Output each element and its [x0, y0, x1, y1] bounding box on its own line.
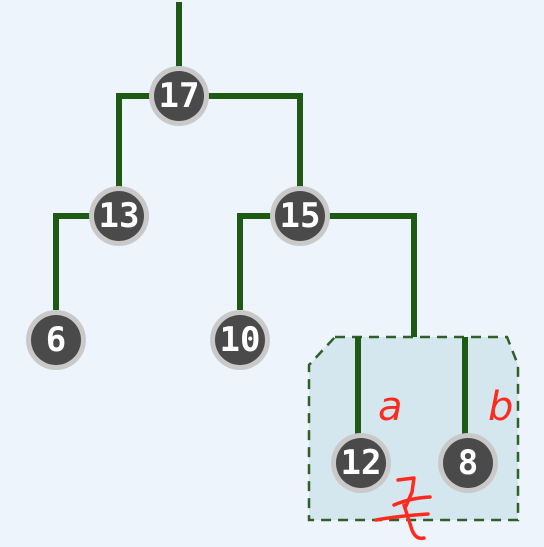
tree-node-8: 8 [438, 433, 498, 493]
tree-node-13: 13 [89, 186, 149, 246]
edge-15-10 [237, 213, 274, 310]
edge-17-15 [206, 93, 303, 188]
tree-node-12: 12 [331, 433, 391, 493]
node-circle [31, 315, 81, 365]
tree-node-15: 15 [270, 186, 330, 246]
tree-node-17: 17 [149, 66, 209, 126]
edge-17-13 [116, 93, 152, 190]
edges [53, 2, 468, 436]
node-label: 13 [99, 196, 140, 236]
tree-node-6: 6 [26, 310, 86, 370]
annotation-a: a [378, 384, 403, 430]
tree-node-10: 10 [210, 310, 270, 370]
node-circle [94, 191, 144, 241]
node-label: 6 [46, 320, 66, 360]
edge-15-right [327, 213, 417, 337]
node-circle [275, 191, 325, 241]
node-label: 17 [159, 76, 200, 116]
edge-13-6 [53, 213, 92, 310]
annotation-b: b [488, 384, 513, 430]
node-circle [443, 438, 493, 488]
node-circle [154, 71, 204, 121]
ground-scribble-icon [374, 476, 432, 541]
node-circle [215, 315, 265, 365]
node-label: 15 [280, 196, 321, 236]
node-circle [336, 438, 386, 488]
node-label: 10 [220, 320, 261, 360]
node-label: 12 [341, 443, 382, 483]
node-label: 8 [458, 443, 478, 483]
